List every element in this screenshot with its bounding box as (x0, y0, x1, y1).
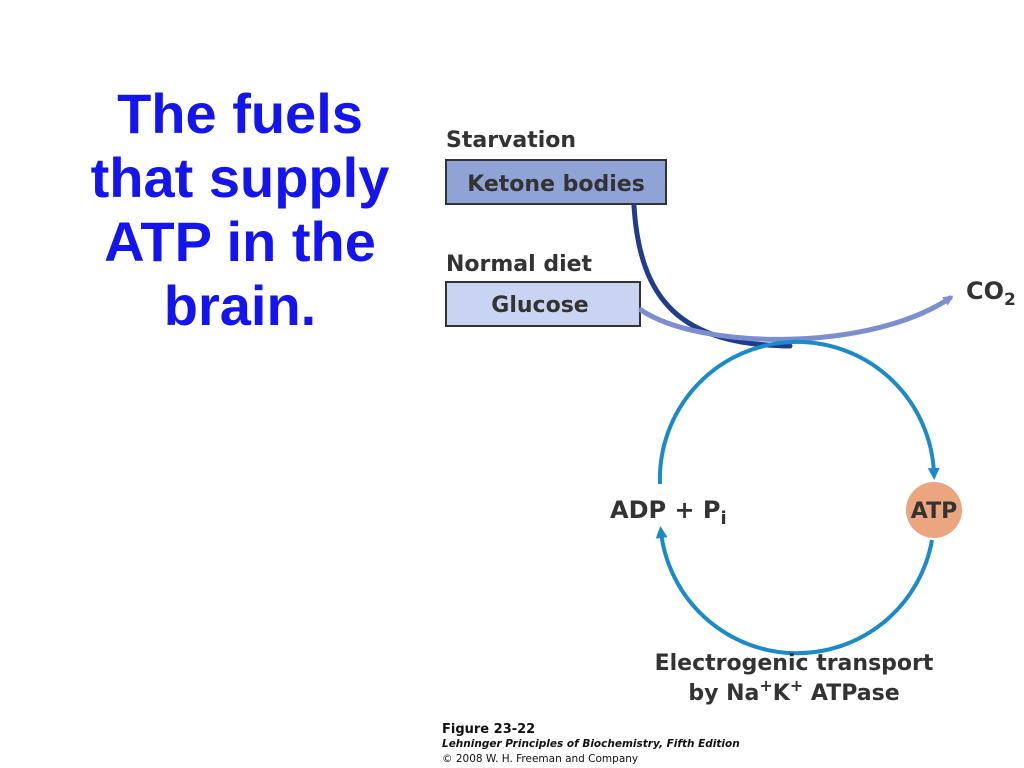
title-line-4: brain. (163, 274, 317, 337)
slide-title: The fuels that supply ATP in the brain. (60, 82, 420, 338)
adp-pi-label: ADP + Pi (610, 496, 727, 529)
figure-number: Figure 23-22 (442, 722, 536, 737)
glucose-box (445, 281, 641, 327)
figure-caption: Figure 23-22 Lehninger Principles of Bio… (442, 722, 740, 767)
adp-main: ADP + P (610, 496, 721, 524)
co2-label: CO2 (966, 277, 1016, 310)
copyright: © 2008 W. H. Freeman and Company (442, 753, 639, 765)
title-line-1: The fuels (117, 82, 363, 145)
glucose-label: Glucose (491, 293, 588, 318)
transport-atpase: ATPase (803, 681, 899, 706)
book-title: Lehninger Principles of Biochemistry, Fi… (442, 738, 740, 750)
title-line-2: that supply (90, 146, 390, 209)
normal-diet-label: Normal diet (446, 252, 593, 277)
atp-circle (906, 482, 962, 538)
transport-sup-2: + (790, 676, 803, 695)
transport-line-2: by Na+K+ ATPase (688, 676, 899, 706)
glucose-flow-arrow (638, 295, 954, 342)
transport-k: K (773, 681, 791, 706)
ketone-bodies-box (445, 159, 667, 205)
atp-label: ATP (911, 499, 957, 524)
co2-subscript: 2 (1004, 290, 1016, 310)
co2-main: CO (966, 277, 1004, 305)
cycle-upper-arc (657, 339, 940, 485)
ketone-bodies-label: Ketone bodies (467, 172, 645, 197)
ketone-flow-arrow (631, 203, 793, 349)
title-line-3: ATP in the (104, 210, 376, 273)
transport-na: by Na (688, 681, 759, 706)
transport-line-1: Electrogenic transport (655, 651, 934, 676)
transport-sup-1: + (759, 676, 772, 695)
cycle-lower-arc (655, 526, 934, 656)
adp-subscript: i (721, 508, 727, 529)
starvation-label: Starvation (446, 128, 576, 153)
